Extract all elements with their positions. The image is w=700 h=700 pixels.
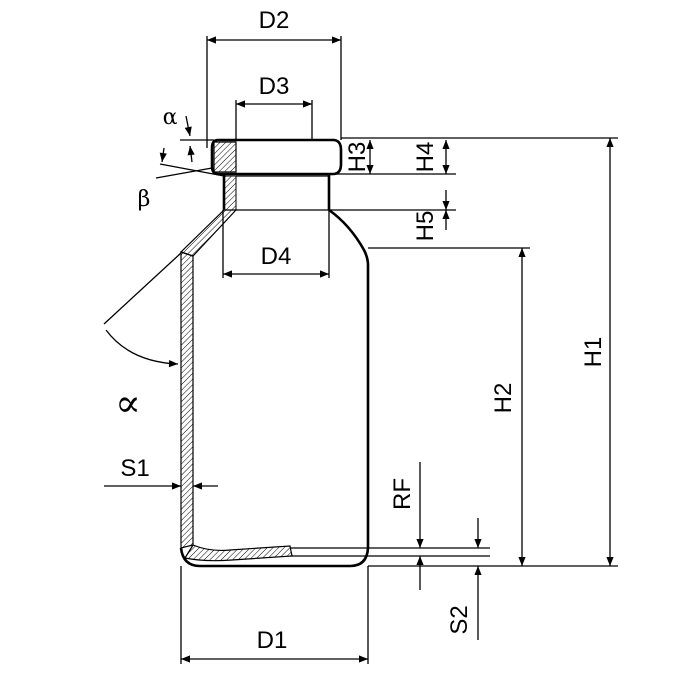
dimension-d3: D3	[235, 73, 313, 140]
bottle-outline	[179, 138, 370, 568]
dimension-h3: H3	[344, 140, 374, 174]
label-s2: S2	[446, 605, 473, 634]
dimension-h2: H2	[490, 248, 526, 566]
label-h5: H5	[412, 211, 439, 242]
label-h2: H2	[490, 383, 517, 414]
dimension-rf: RF	[389, 462, 424, 590]
label-h4: H4	[412, 142, 439, 173]
dimension-h4: H4	[412, 140, 450, 174]
label-h3: H3	[344, 142, 371, 173]
dimension-h1: H1	[580, 138, 614, 566]
label-d4: D4	[261, 243, 292, 270]
shoulder-angle-mark: ∝	[103, 252, 182, 425]
height-extension-lines	[290, 137, 618, 567]
dimension-s1: S1	[104, 455, 218, 490]
lip-angle-marks: α β	[138, 105, 225, 212]
label-beta: β	[138, 187, 151, 212]
label-s1: S1	[120, 455, 149, 482]
dimension-s2: S2	[446, 518, 482, 640]
label-d3: D3	[259, 73, 290, 100]
label-alpha-lip: α	[163, 105, 178, 130]
dimension-d2: D2	[206, 7, 342, 148]
label-d2: D2	[259, 7, 290, 34]
dimension-d4: D4	[222, 210, 330, 278]
label-d1: D1	[257, 627, 288, 654]
label-alpha-shoulder: ∝	[115, 381, 141, 425]
label-h1: H1	[580, 337, 607, 368]
dimension-d1: D1	[180, 566, 369, 664]
dimension-h5: H5	[412, 190, 450, 242]
label-rf: RF	[389, 478, 416, 510]
